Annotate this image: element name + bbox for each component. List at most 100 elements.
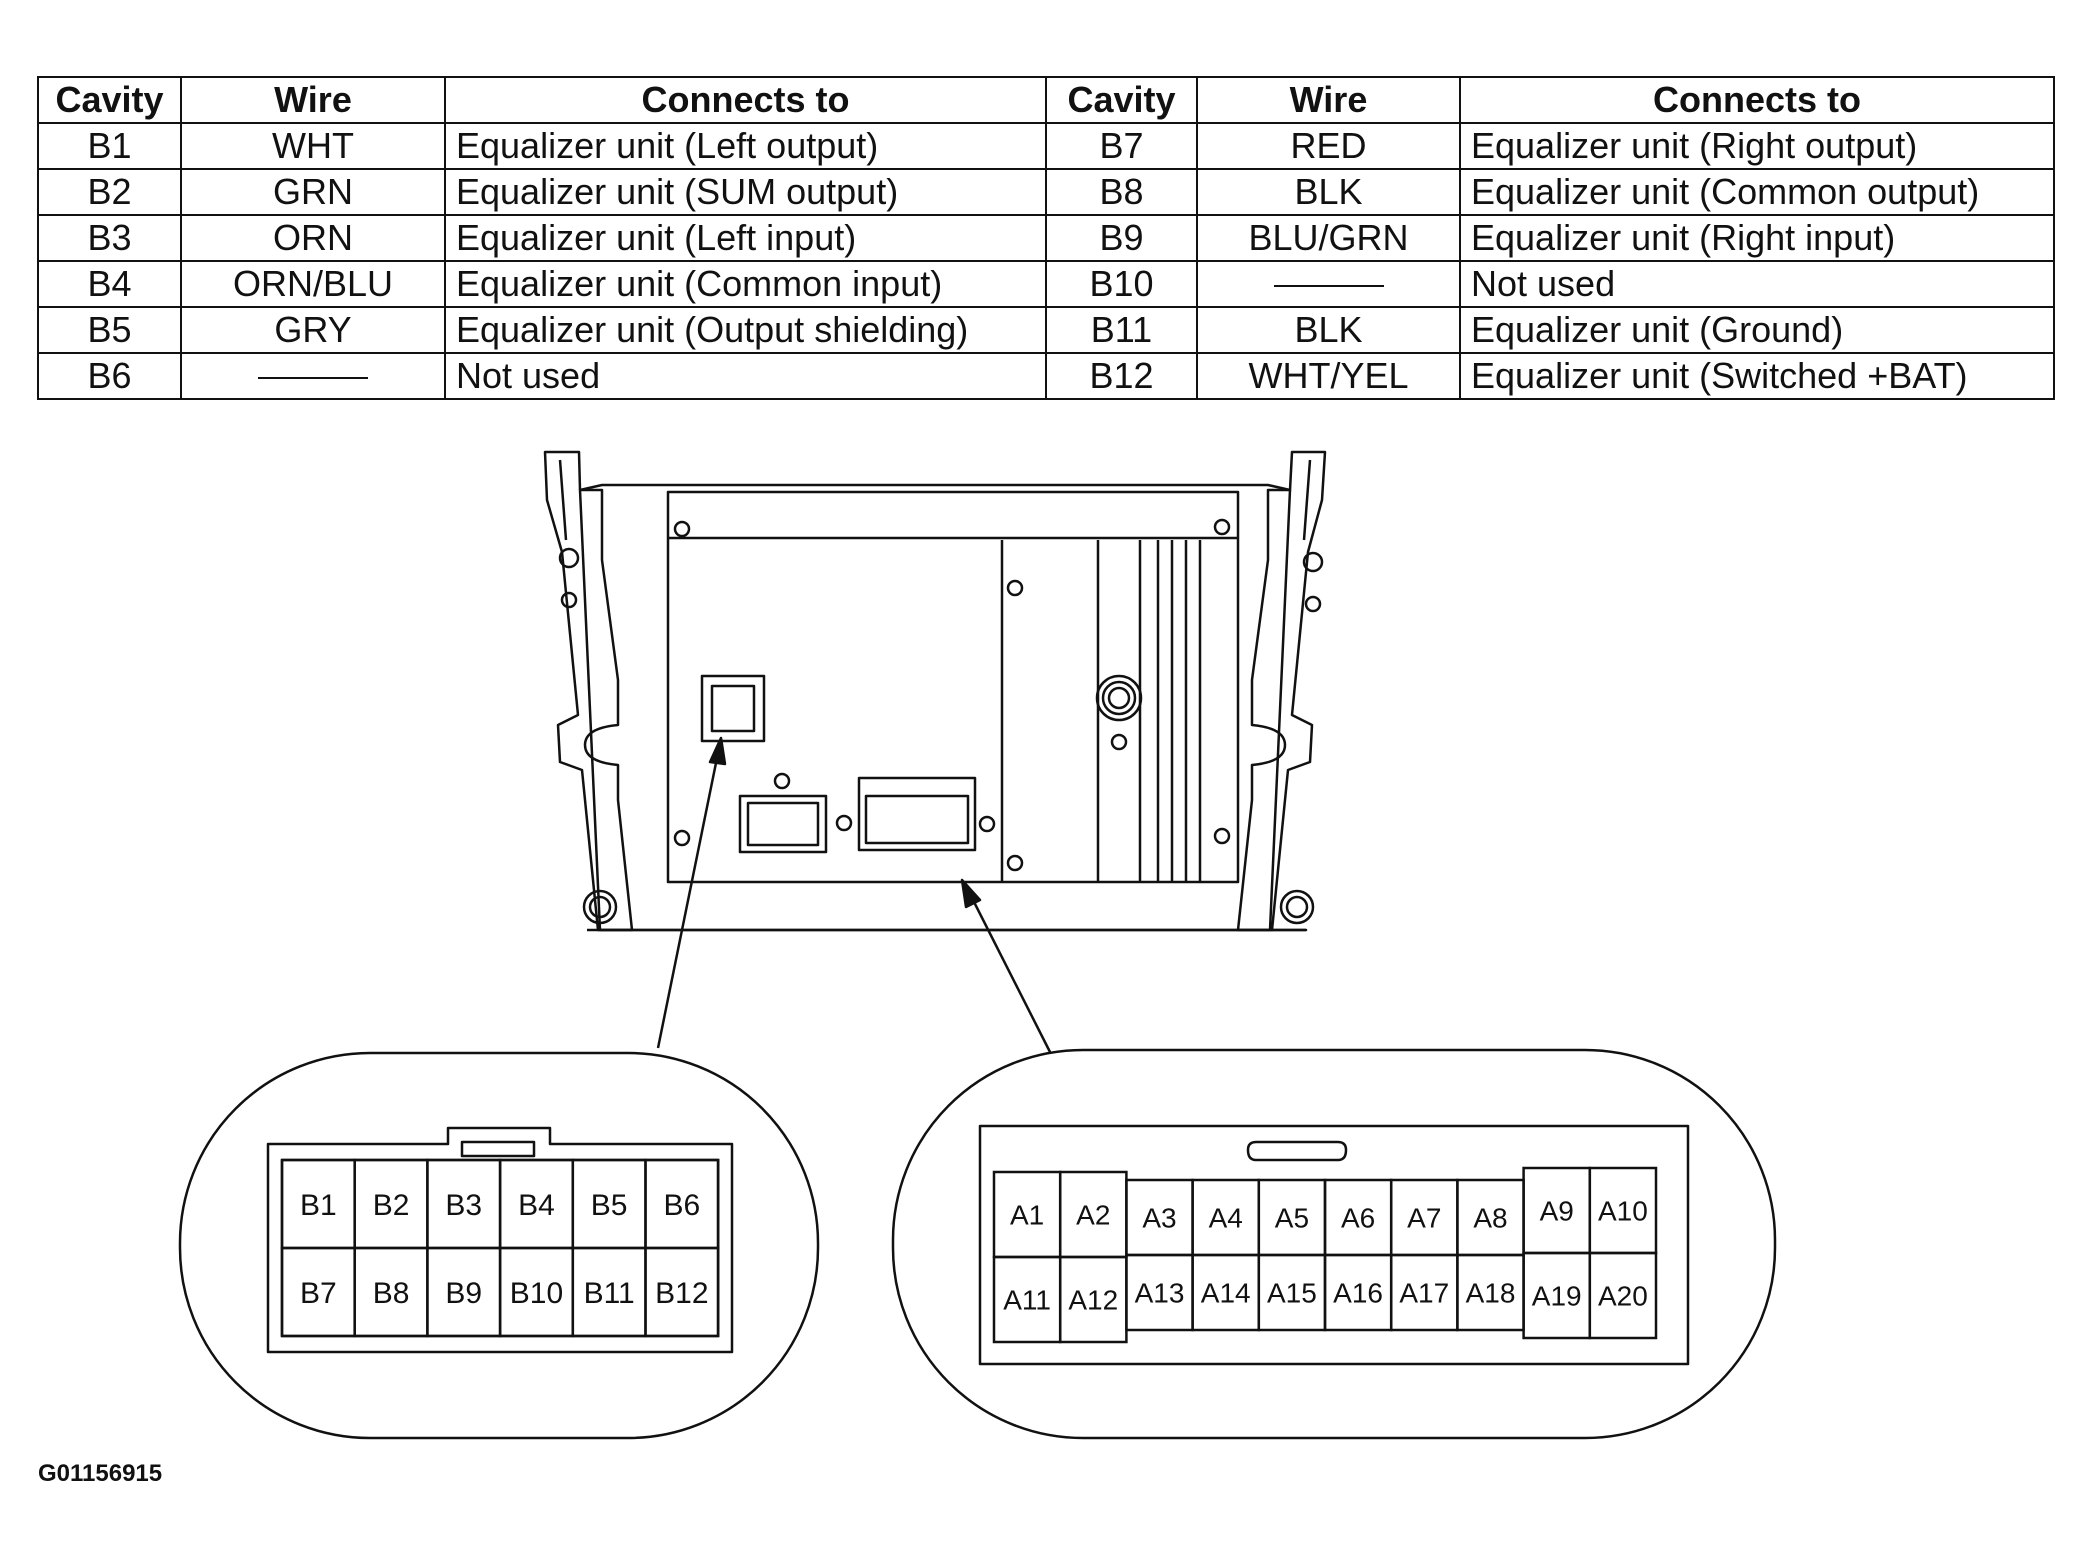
cell-connects: Not used	[444, 352, 1047, 400]
cell-cavity: B9	[1045, 214, 1198, 262]
pin-label: B1	[300, 1189, 337, 1222]
cell-connects: Equalizer unit (Switched +BAT)	[1459, 352, 2055, 400]
pin-label: A6	[1341, 1203, 1375, 1234]
pin-label: A18	[1466, 1278, 1516, 1309]
pin-label: B5	[591, 1189, 628, 1222]
not-used-dash	[258, 377, 368, 380]
cell-wire: ORN/BLU	[180, 260, 446, 308]
cell-cavity: B4	[37, 260, 182, 308]
pin-label: A13	[1135, 1278, 1185, 1309]
cell-cavity: B5	[37, 306, 182, 354]
cell-wire: ORN	[180, 214, 446, 262]
cell-cavity: B6	[37, 352, 182, 400]
cell-connects: Equalizer unit (Common input)	[444, 260, 1047, 308]
connector-a-body	[978, 1124, 1690, 1366]
pin-label: A8	[1473, 1203, 1507, 1234]
not-used-dash	[1273, 285, 1384, 288]
bracket-hole	[560, 591, 578, 609]
pin-label: B4	[518, 1189, 555, 1222]
leader-arrow-b	[656, 757, 719, 1049]
pin-label: A14	[1201, 1278, 1251, 1309]
header-cavity: Cavity	[1045, 76, 1198, 124]
cell-cavity: B1	[37, 122, 182, 170]
pin-label: B11	[584, 1277, 635, 1310]
cell-wire: WHT/YEL	[1196, 352, 1461, 400]
cell-wire: GRN	[180, 168, 446, 216]
pin-label: B12	[655, 1277, 708, 1310]
cell-connects: Not used	[1459, 260, 2055, 308]
pin-label: A3	[1142, 1203, 1176, 1234]
pin-label: A5	[1275, 1203, 1309, 1234]
pin-label: B2	[373, 1189, 410, 1222]
aux-socket	[738, 794, 828, 854]
cell-wire: RED	[1196, 122, 1461, 170]
pin-label: A10	[1598, 1196, 1648, 1227]
pin-label: A11	[1003, 1285, 1051, 1316]
pin-cell	[644, 1246, 720, 1338]
connector-a-socket	[857, 776, 977, 852]
pin-label: A17	[1399, 1278, 1449, 1309]
cell-cavity: B8	[1045, 168, 1198, 216]
left-mounting-bracket	[543, 450, 634, 932]
inner-panel	[666, 490, 1240, 884]
pin-label: A4	[1209, 1203, 1243, 1234]
pin-label: A1	[1010, 1200, 1044, 1231]
pin-label: A7	[1407, 1203, 1441, 1234]
pin-label: A12	[1068, 1285, 1118, 1316]
bracket-hole	[558, 547, 580, 569]
cell-connects: Equalizer unit (Left output)	[444, 122, 1047, 170]
cell-cavity: B11	[1045, 306, 1198, 354]
cell-connects: Equalizer unit (Right input)	[1459, 214, 2055, 262]
figure-code: G01156915	[38, 1460, 163, 1487]
housing-hole	[588, 895, 612, 919]
connector-b-callout	[178, 1051, 820, 1440]
right-mounting-bracket	[1236, 450, 1327, 932]
pin-label: A2	[1076, 1200, 1110, 1231]
table-header-row: Cavity Wire Connects to Cavity Wire Conn…	[37, 76, 2055, 124]
pin-label: A20	[1598, 1281, 1648, 1312]
cell-cavity: B3	[37, 214, 182, 262]
header-cavity: Cavity	[37, 76, 182, 124]
bracket-hole	[1304, 595, 1322, 613]
header-connects-to: Connects to	[1459, 76, 2055, 124]
cell-connects: Equalizer unit (Common output)	[1459, 168, 2055, 216]
pinout-table: Cavity Wire Connects to Cavity Wire Conn…	[37, 76, 2055, 400]
header-wire: Wire	[180, 76, 446, 124]
cell-connects: Equalizer unit (Ground)	[1459, 306, 2055, 354]
housing-hole	[582, 889, 618, 925]
bracket-hole	[1302, 551, 1324, 573]
pin-label: B10	[510, 1277, 563, 1310]
cell-wire	[180, 352, 446, 400]
pin-label: A16	[1333, 1278, 1383, 1309]
cell-wire: WHT	[180, 122, 446, 170]
pin-label: B7	[300, 1277, 337, 1310]
pin-label: B6	[663, 1189, 700, 1222]
cell-wire: BLK	[1196, 306, 1461, 354]
cell-connects: Equalizer unit (Left input)	[444, 214, 1047, 262]
header-wire: Wire	[1196, 76, 1461, 124]
connector-b-socket	[700, 674, 766, 743]
pin-label: B9	[445, 1277, 482, 1310]
equalizer-housing	[578, 483, 1308, 932]
cell-wire: BLU/GRN	[1196, 214, 1461, 262]
cell-wire: BLK	[1196, 168, 1461, 216]
cell-cavity: B10	[1045, 260, 1198, 308]
leader-arrow-a	[970, 897, 1052, 1053]
pin-label: B8	[373, 1277, 410, 1310]
connector-a-callout	[891, 1048, 1777, 1440]
mounting-boss	[1095, 674, 1143, 722]
housing-hole	[1285, 895, 1309, 919]
housing-hole	[1279, 889, 1315, 925]
header-connects-to: Connects to	[444, 76, 1047, 124]
pin-label: A19	[1532, 1281, 1582, 1312]
cell-cavity: B2	[37, 168, 182, 216]
cell-cavity: B7	[1045, 122, 1198, 170]
cell-wire: GRY	[180, 306, 446, 354]
